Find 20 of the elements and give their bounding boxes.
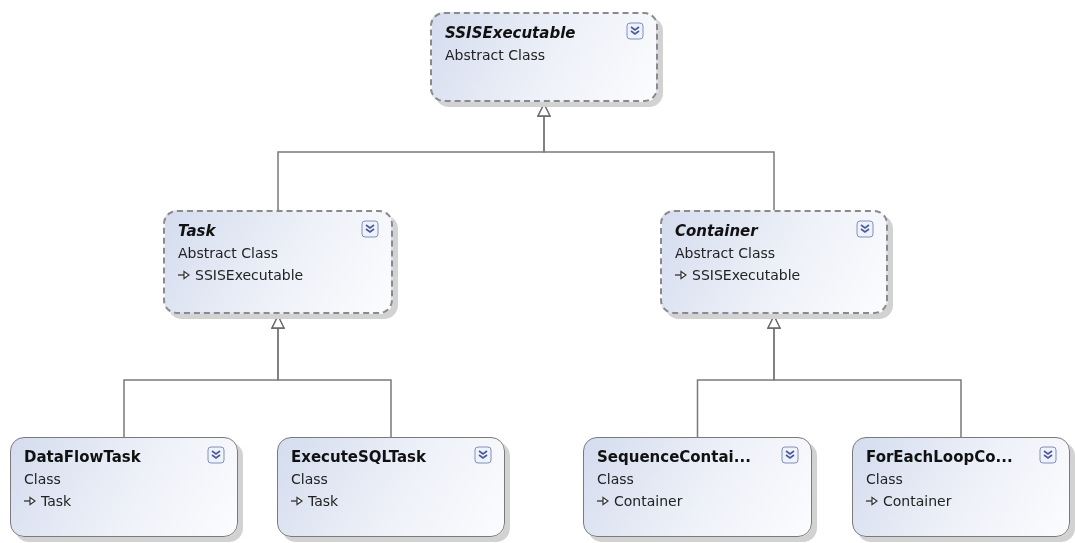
class-name: SequenceContai... — [597, 447, 751, 468]
class-name: DataFlowTask — [24, 447, 141, 468]
class-name: Container — [675, 221, 758, 242]
class-kind: Class — [597, 470, 634, 489]
base-class-name: Container — [614, 492, 683, 511]
class-kind: Class — [24, 470, 61, 489]
class-kind: Abstract Class — [178, 244, 279, 263]
class-name: ForEachLoopCo... — [866, 447, 1013, 468]
base-class-name: Task — [41, 492, 72, 511]
class-kind: Class — [291, 470, 328, 489]
class-kind: Abstract Class — [675, 244, 776, 263]
base-class-name: SSISExecutable — [195, 266, 304, 285]
base-class-name: Container — [883, 492, 952, 511]
class-name: SSISExecutable — [445, 23, 576, 44]
class-name: ExecuteSQLTask — [291, 447, 426, 468]
class-name: Task — [178, 221, 216, 242]
base-class-name: Task — [308, 492, 339, 511]
class-kind: Abstract Class — [445, 46, 546, 65]
base-class-name: SSISExecutable — [692, 266, 801, 285]
class-kind: Class — [866, 470, 903, 489]
